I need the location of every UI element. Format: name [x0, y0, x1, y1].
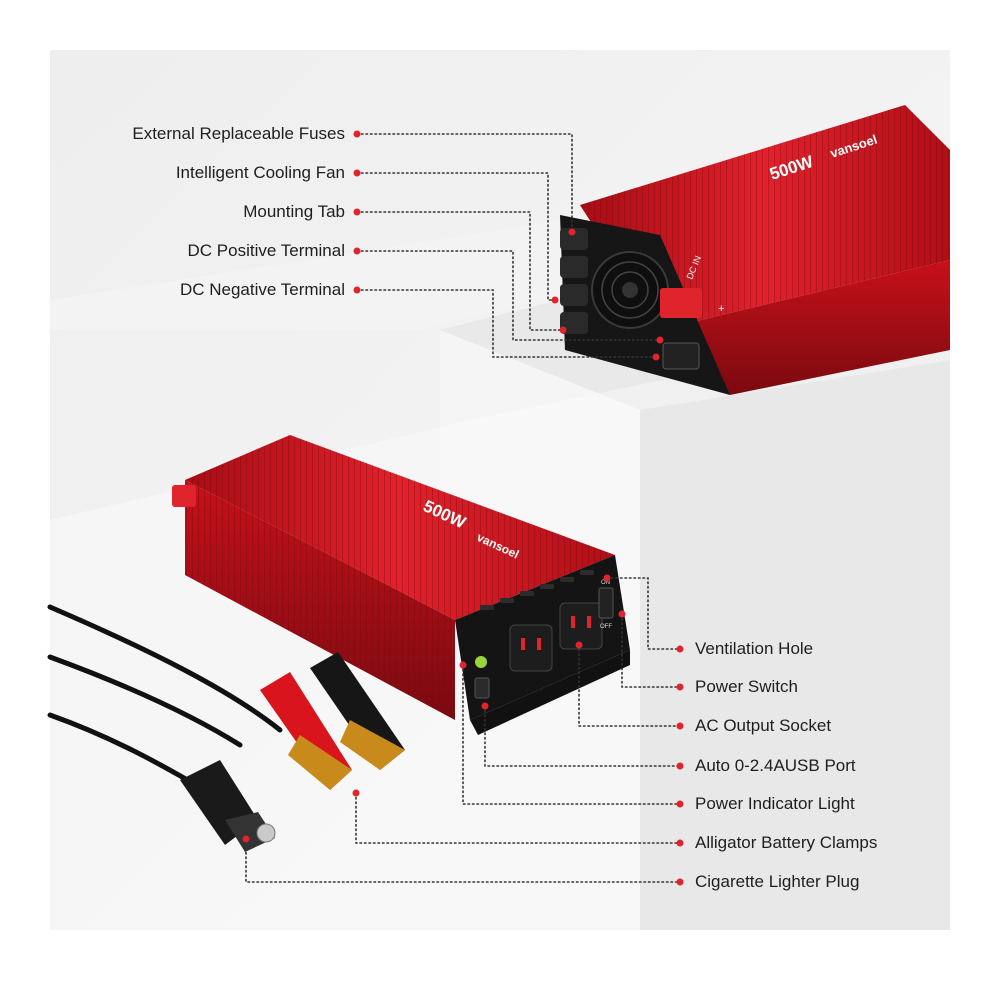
power-switch — [598, 587, 614, 619]
dc-negative-terminal — [662, 342, 700, 370]
label-ac-output-socket: AC Output Socket — [695, 716, 832, 735]
label-intelligent-cooling-fan: Intelligent Cooling Fan — [175, 163, 345, 182]
ac-sockets — [509, 602, 603, 672]
cigarette-lighter-plug — [180, 760, 276, 852]
mounting-feet — [470, 650, 630, 735]
label-cigarette-lighter-plug: Cigarette Lighter Plug — [695, 872, 860, 891]
rear-red-terminal — [172, 485, 196, 507]
alligator-clamps — [260, 652, 405, 790]
fuse-row — [560, 228, 588, 334]
label-external-replaceable-fuses: External Replaceable Fuses — [132, 124, 345, 143]
label-mounting-tab: Mounting Tab — [243, 202, 345, 221]
label-ventilation-hole: Ventilation Hole — [695, 639, 814, 658]
right-leaders — [242, 574, 684, 886]
left-leaders — [353, 130, 664, 361]
ventilation-holes — [480, 570, 594, 610]
label-dc-positive-terminal: DC Positive Terminal — [187, 241, 345, 260]
plus-sign: + — [718, 303, 724, 315]
usb-port — [474, 677, 490, 699]
switch-on-label: ON — [601, 580, 610, 586]
power-indicator — [475, 656, 487, 668]
switch-off-label: OFF — [600, 624, 612, 630]
label-power-indicator-light: Power Indicator Light — [695, 794, 855, 813]
label-power-switch: Power Switch — [695, 677, 798, 696]
top-inverter-side — [660, 260, 950, 395]
dc-positive-terminal — [660, 288, 702, 318]
label-alligator-battery-clamps: Alligator Battery Clamps — [695, 833, 878, 852]
top-inverter: DC IN + 500W vansoel — [560, 105, 950, 395]
label-usb-port: Auto 0-2.4AUSB Port — [695, 756, 856, 775]
pedestal-side — [640, 360, 950, 930]
bottom-inverter: ON OFF 500W vansoel — [172, 435, 630, 735]
label-dc-negative-terminal: DC Negative Terminal — [179, 280, 345, 299]
